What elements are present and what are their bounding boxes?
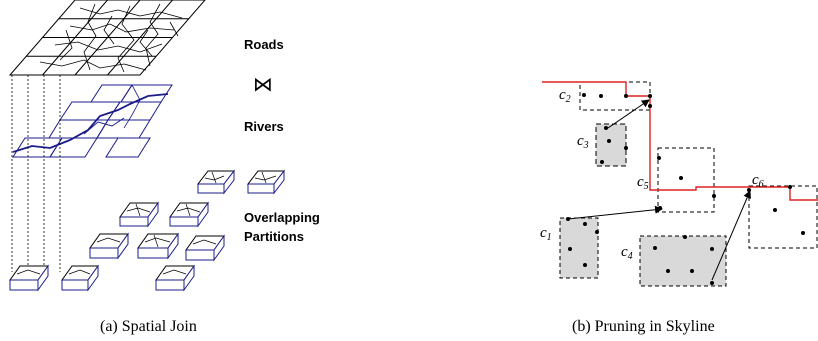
label-c1: c1: [540, 225, 552, 243]
arrow-c3-to-c2: [607, 99, 650, 129]
pruning-arrows: [567, 99, 751, 281]
partition-box: [185, 234, 225, 262]
panel-spatial-join: Roads ⋈ Rivers Overlapping Partitions (a…: [8, 0, 320, 335]
label-c3: c3: [577, 133, 589, 151]
rivers-layer: [12, 84, 173, 158]
roads-layer: [8, 0, 206, 76]
label-c2: c2: [559, 87, 571, 105]
partition-box: [155, 264, 195, 292]
cell-c1: [559, 217, 599, 279]
projection-lines: [11, 75, 61, 272]
rivers-label: Rivers: [244, 119, 284, 134]
label-c6: c6: [752, 172, 764, 190]
cell-c6: [748, 185, 818, 249]
arrow-c4-to-c6: [711, 190, 751, 281]
caption-a: (a) Spatial Join: [100, 318, 197, 335]
road-network: [39, 3, 183, 73]
arrow-c1-to-c5: [567, 205, 663, 220]
skyline-boundary: [542, 81, 818, 201]
partition-box: [61, 264, 99, 292]
partition-box: [246, 169, 286, 195]
cell-c3: [595, 123, 627, 167]
cell-c5: [657, 147, 715, 213]
partition-box: [196, 169, 236, 195]
partitions-label: Partitions: [244, 229, 304, 244]
label-c4: c4: [621, 244, 633, 262]
partition-box: [119, 201, 159, 228]
label-c5: c5: [637, 174, 649, 192]
cell-boxes: [559, 81, 818, 287]
join-symbol: ⋈: [253, 72, 273, 96]
panel-pruning-skyline: c2 c3 c5 c6 c1 c4 (b) Pruning in Skyline: [540, 81, 818, 335]
overlapping-label: Overlapping: [244, 210, 320, 225]
cell-labels: c2 c3 c5 c6 c1 c4: [540, 87, 764, 262]
data-points: [566, 93, 805, 285]
river-path: [12, 93, 169, 153]
cell-c4: [639, 235, 727, 287]
caption-b: (b) Pruning in Skyline: [572, 318, 715, 335]
partition-box: [9, 264, 49, 292]
partition-box: [89, 232, 129, 260]
roads-layer-outline: [8, 0, 206, 76]
partition-box: [137, 232, 179, 260]
partition-box: [169, 201, 209, 228]
partition-boxes: [9, 169, 286, 292]
roads-label: Roads: [244, 37, 284, 52]
